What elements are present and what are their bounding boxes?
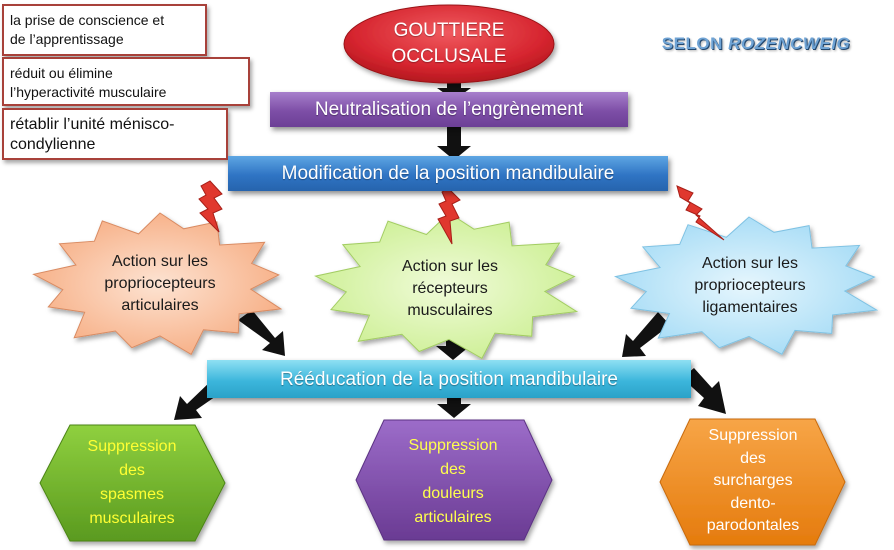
action-line: propriocepteurs <box>104 275 216 292</box>
arrow-reeducation-to-orange-hex <box>682 368 726 414</box>
attribution-author: ROZENCWEIG <box>728 34 851 53</box>
gouttiere-label: GOUTTIERE OCCLUSALE <box>344 18 554 70</box>
band-neutralisation: Neutralisation de l’engrènement <box>270 92 628 127</box>
arrow-reeducation-to-purple-hex <box>437 397 471 418</box>
note-line: condylienne <box>10 136 96 153</box>
action-line: propriocepteurs <box>694 277 806 294</box>
outcome-line: des <box>119 462 145 479</box>
outcome-hex-spasmes <box>39 424 226 542</box>
action-star-musculaires <box>314 212 579 360</box>
outcome-line: surcharges <box>713 472 793 489</box>
band-modification-label: Modification de la position mandibulaire <box>281 163 615 184</box>
gouttiere-line: OCCLUSALE <box>391 46 507 67</box>
outcome-line: articulaires <box>414 509 492 526</box>
note-line: réduit ou élimine <box>10 65 113 81</box>
outcome-line: douleurs <box>422 485 484 502</box>
note-line: rétablir l’unité ménisco- <box>10 116 175 133</box>
outcome-line: musculaires <box>89 510 175 527</box>
outcome-hex-douleurs <box>355 419 553 541</box>
note-line: l’hyperactivité musculaire <box>10 84 167 100</box>
gouttiere-line: GOUTTIERE <box>393 20 505 41</box>
action-ligamentaires-text: Action sur les propriocepteurs ligamenta… <box>670 253 830 319</box>
attribution: SELON ROZENCWEIG <box>636 34 876 54</box>
action-musculaires-text: Action sur les récepteurs musculaires <box>370 256 530 322</box>
note-line: la prise de conscience et <box>10 12 165 28</box>
action-line: Action sur les <box>701 255 799 272</box>
lightning-center-icon <box>437 187 461 245</box>
outcome-line: spasmes <box>99 486 165 503</box>
outcome-line: des <box>740 449 766 467</box>
action-line: récepteurs <box>412 280 488 297</box>
note-line: de l’apprentissage <box>10 31 124 47</box>
outcome-line: des <box>440 461 466 478</box>
band-modification: Modification de la position mandibulaire <box>228 156 668 191</box>
band-reeducation-label: Rééducation de la position mandibulaire <box>279 368 618 390</box>
action-star-ligamentaires <box>613 216 879 355</box>
attribution-prefix: SELON <box>661 34 729 53</box>
outcome-line: Suppression <box>87 438 177 455</box>
outcome-spasmes-text: Suppression des spasmes musculaires <box>62 435 202 531</box>
note-unite-menisco-condylienne: rétablir l’unité ménisco- condylienne <box>2 108 228 160</box>
outcome-line: dento- <box>730 494 776 512</box>
note-hyperactivite: réduit ou élimine l’hyperactivité muscul… <box>2 57 250 106</box>
outcome-line: parodontales <box>706 517 800 534</box>
action-line: musculaires <box>407 302 493 319</box>
arrow-neutralisation-to-modification <box>437 127 471 160</box>
action-line: ligamentaires <box>702 299 798 316</box>
action-line: Action sur les <box>401 258 499 275</box>
lightning-left-icon <box>198 180 223 233</box>
lightning-right-icon <box>676 185 725 241</box>
arrow-blue-to-reeducation <box>622 312 670 357</box>
outcome-surcharges-text: Suppression des surcharges dento- parodo… <box>683 425 823 538</box>
note-prise-de-conscience: la prise de conscience et de l’apprentis… <box>2 4 207 56</box>
outcome-line: Suppression <box>708 427 798 444</box>
action-line: articulaires <box>121 297 199 314</box>
band-neutralisation-label: Neutralisation de l’engrènement <box>314 99 584 120</box>
arrow-orange-to-reeducation <box>238 310 285 356</box>
outcome-line: Suppression <box>408 437 498 454</box>
gouttiere-ellipse <box>343 4 555 84</box>
outcome-douleurs-text: Suppression des douleurs articulaires <box>383 434 523 530</box>
action-star-articulaires <box>32 212 283 356</box>
action-line: Action sur les <box>111 253 209 270</box>
outcome-hex-surcharges <box>659 418 846 546</box>
band-reeducation: Rééducation de la position mandibulaire <box>207 360 691 398</box>
action-articulaires-text: Action sur les propriocepteurs articulai… <box>80 251 240 317</box>
